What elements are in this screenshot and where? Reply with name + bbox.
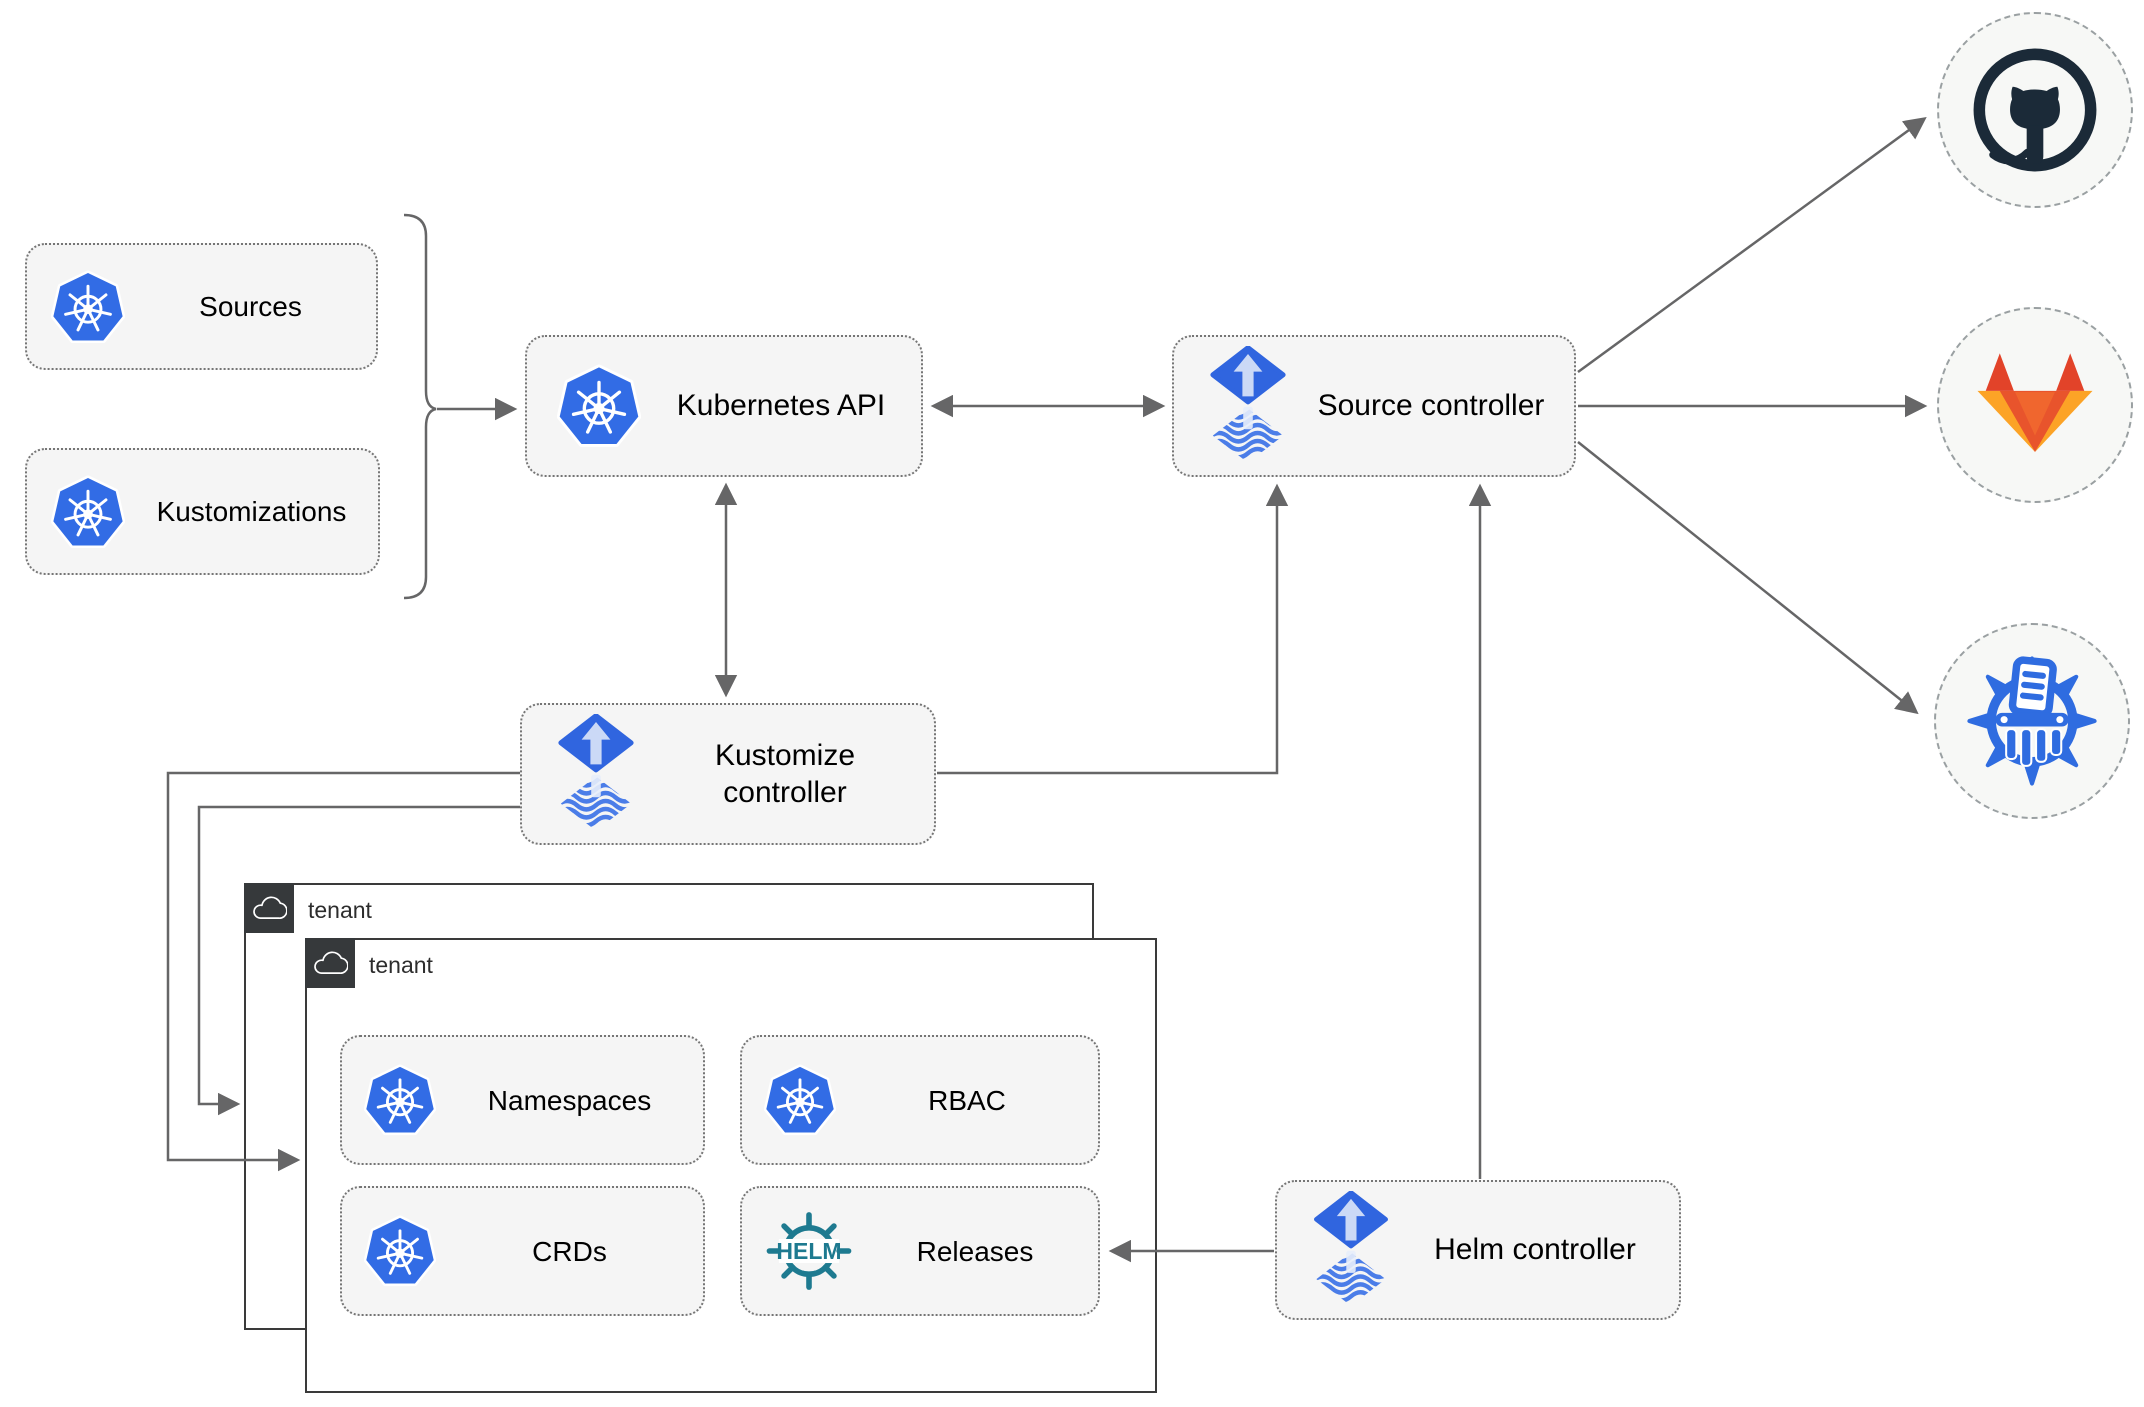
node-helm-controller: Helm controller xyxy=(1275,1180,1681,1320)
node-kustomize-controller: Kustomize controller xyxy=(520,703,936,845)
node-rbac: RBAC xyxy=(740,1035,1100,1165)
tenant-tab xyxy=(244,883,294,933)
node-label: Kustomizations xyxy=(156,496,347,527)
node-label: Helm controller xyxy=(1434,1233,1636,1267)
kubernetes-logo-icon xyxy=(364,1215,436,1287)
provider-chartmuseum xyxy=(1934,623,2130,819)
tenant-label: tenant xyxy=(369,951,433,978)
kubernetes-logo-icon xyxy=(364,1064,436,1136)
node-label: Kubernetes API xyxy=(676,389,886,423)
flux-logo-icon xyxy=(1311,1191,1391,1309)
node-label: CRDs xyxy=(532,1235,607,1267)
node-kustomizations: Kustomizations xyxy=(25,448,380,575)
flux-logo-icon xyxy=(1208,346,1288,466)
node-source-controller: Source controller xyxy=(1172,335,1576,477)
node-label: Source controller xyxy=(1317,389,1545,423)
tenant-label: tenant xyxy=(308,896,372,923)
arrow-kustomize-to-source xyxy=(937,483,1289,775)
node-label: Kustomize controller xyxy=(714,738,856,810)
node-kubernetes-api: Kubernetes API xyxy=(525,335,923,477)
gitlab-tanuki-icon xyxy=(1976,351,2094,459)
chartmuseum-icon xyxy=(1964,653,2100,789)
node-sources: Sources xyxy=(25,243,378,370)
arrow-source-to-chartmuseum xyxy=(1577,441,1919,715)
helm-logo-text: HELM xyxy=(776,1237,842,1264)
node-label: Releases xyxy=(916,1235,1034,1267)
cloud-icon xyxy=(312,950,348,976)
node-namespaces: Namespaces xyxy=(340,1035,705,1165)
provider-github xyxy=(1937,12,2133,208)
github-octocat-icon xyxy=(1971,46,2099,174)
node-releases: HELM Releases xyxy=(740,1186,1100,1316)
helm-logo-icon: HELM xyxy=(766,1208,852,1294)
tenant-box-front: tenant xyxy=(305,938,1157,1393)
node-label: Namespaces xyxy=(487,1084,652,1116)
arrow-source-to-github xyxy=(1577,117,1927,374)
node-label: Sources xyxy=(199,291,302,322)
tenant-tab xyxy=(305,938,355,988)
flux-logo-icon xyxy=(556,714,636,834)
kubernetes-logo-icon xyxy=(51,270,125,344)
cloud-icon xyxy=(251,895,287,921)
kubernetes-logo-icon xyxy=(557,364,641,448)
bracket-sources-group xyxy=(403,213,437,600)
node-label: RBAC xyxy=(928,1084,1006,1116)
node-crds: CRDs xyxy=(340,1186,705,1316)
provider-gitlab xyxy=(1937,307,2133,503)
kubernetes-logo-icon xyxy=(51,475,125,549)
kubernetes-logo-icon xyxy=(764,1064,836,1136)
